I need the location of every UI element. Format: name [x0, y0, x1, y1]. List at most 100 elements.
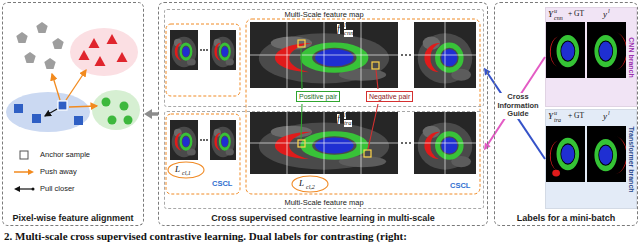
feature-space-scatter-g-rect	[74, 116, 83, 125]
panel-title: Labels for a mini-batch	[517, 214, 616, 223]
feature-space-scatter-g-line	[69, 106, 97, 107]
feature-space-scatter-g-polygon	[24, 52, 35, 63]
loss-symbol: L	[175, 165, 180, 174]
feature-space-scatter-g	[16, 22, 63, 69]
legend-text: Pull closer	[40, 185, 75, 193]
feature-map-illustration-g-line	[250, 143, 398, 144]
feature-map-illustration-g-rect	[298, 40, 305, 47]
feature-map-illustration-g-line	[250, 55, 398, 56]
feature-space-scatter-ellipse	[70, 28, 138, 76]
feature-map-illustration-g-circle	[405, 54, 407, 56]
feature-map-illustration-g-circle	[401, 54, 403, 56]
feature-map-illustration-g-line	[301, 48, 302, 89]
feature-space-scatter-g-polygon	[117, 52, 128, 62]
band-title: Multi-Scale feature map	[284, 11, 363, 19]
feature-map-illustration-g-line	[414, 55, 476, 56]
connector-line	[487, 72, 545, 159]
legend-sample-line	[14, 171, 29, 173]
legend-sample	[12, 167, 36, 177]
label-symbol: y	[603, 10, 607, 19]
feature-map-illustration-g-circle	[409, 54, 411, 56]
guide-note: Cross Information Guide	[496, 93, 540, 119]
feature-map-illustration-rect	[166, 114, 240, 194]
legend-row: Push away	[12, 167, 77, 177]
loss-symbol: L	[299, 179, 304, 188]
label-maps-illustration	[545, 7, 637, 209]
feature-map-illustration-g-circle	[206, 49, 208, 51]
feature-space-scatter-g-circle	[124, 116, 133, 125]
feature-map-illustration-use	[210, 120, 236, 160]
branch-name: Transformer branch	[627, 126, 634, 192]
feature-map-illustration-ellipse	[168, 162, 204, 178]
feature-map-illustration-use	[170, 30, 198, 70]
feature-map-illustration-g-line	[376, 70, 378, 89]
module-name: CSCL	[212, 180, 232, 188]
feature-space-scatter-g-line	[52, 74, 60, 100]
feature-map-illustration-g-rect	[364, 150, 371, 157]
subscript: tra	[344, 120, 352, 127]
subscript: tra	[554, 117, 561, 123]
feature-map-illustration-use	[250, 112, 398, 174]
label-maps-illustration-use	[546, 126, 585, 182]
feature-space-scatter-ellipse	[6, 92, 90, 132]
legend-text: Anchor sample	[40, 151, 90, 159]
feature-space-scatter-g-polygon	[89, 38, 100, 48]
legend-sample-rect	[20, 151, 28, 159]
feature-space-scatter-g-polygon	[95, 56, 106, 66]
superscript: u	[554, 110, 557, 116]
feature-map-illustration-g-circle	[401, 142, 403, 144]
label-symbol: Y	[548, 10, 553, 19]
label-symbol: y	[603, 112, 607, 121]
contrastive-panel: Cross supervised contrastive learning in…	[158, 2, 488, 226]
subscript: cl,1	[182, 170, 191, 176]
panel-title: Cross supervised contrastive learning in…	[211, 214, 435, 223]
feature-space-scatter-g-circle	[102, 98, 111, 107]
feature-map-illustration-g-line	[301, 104, 302, 139]
connector-line	[487, 57, 545, 146]
feature-map-illustration-ellipse	[292, 176, 328, 192]
feature-map-illustration-use	[250, 22, 398, 88]
legend-text: Push away	[40, 168, 77, 176]
label-maps-illustration-use	[587, 126, 627, 182]
subscript: cnn	[344, 30, 353, 37]
feature-map-illustration-g-circle	[405, 142, 407, 144]
feature-space-scatter-g	[52, 70, 97, 107]
feature-map-illustration-g-circle	[203, 49, 205, 51]
legend-sample-polygon	[14, 186, 20, 192]
feature-space-scatter-g-polygon	[107, 34, 118, 44]
feature-space-scatter-g-line	[66, 70, 86, 100]
legend-row: Pull closer	[12, 184, 75, 194]
feature-map-illustration-g	[368, 70, 378, 149]
feature-map-illustration-use	[170, 120, 198, 160]
superscript: l	[344, 112, 346, 119]
subscript: cnn	[554, 15, 563, 21]
feature-map-illustration-g	[250, 22, 476, 174]
feature-space-scatter-g	[79, 34, 128, 66]
feature-space-scatter-g-rect	[14, 104, 23, 113]
feature-space-scatter-g-polygon	[36, 22, 47, 33]
feature-space-scatter-g-polygon	[79, 50, 90, 60]
feature-space-scatter-g-polygon	[52, 38, 63, 49]
feature-map-illustration-g-rect	[372, 62, 379, 69]
feature-map-illustration-use	[210, 30, 236, 70]
feature-map-illustration-use	[414, 112, 476, 174]
feature-alignment-arrow	[144, 109, 158, 119]
subscript: cl,2	[306, 184, 315, 190]
feature-space-scatter-g-rect	[32, 114, 41, 123]
feature-space-scatter	[6, 22, 140, 132]
feature-space-scatter-g	[102, 98, 133, 125]
feature-space-scatter-g-circle	[120, 102, 129, 111]
feature-map-illustration-g-circle	[409, 142, 411, 144]
superscript: l	[608, 110, 610, 116]
transformer-branch-band: Transformer branch	[545, 109, 637, 209]
legend-sample-line	[19, 188, 32, 189]
feature-map-illustration-g-rect	[298, 140, 305, 147]
label-maps-illustration-use	[587, 22, 627, 78]
legend-sample-circle	[32, 188, 35, 191]
legend-sample	[12, 184, 36, 194]
band-title: Multi-Scale feature map	[284, 199, 363, 207]
label-maps-illustration-rect	[545, 109, 637, 209]
label-symbol: Y	[548, 112, 553, 121]
feature-map-illustration-g-circle	[206, 139, 208, 141]
